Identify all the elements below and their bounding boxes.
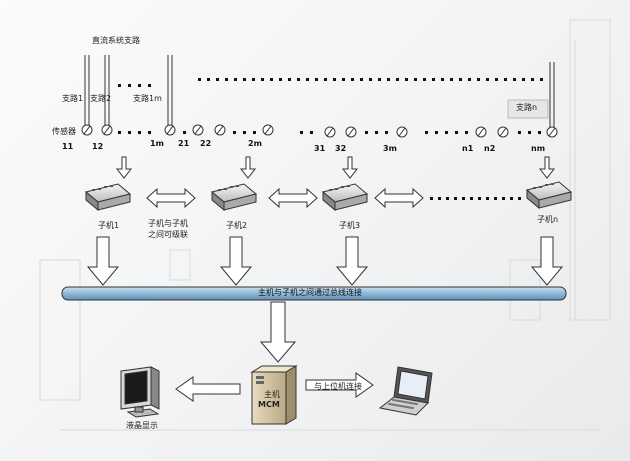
sensor-n2 (497, 126, 509, 138)
sensor-2m (262, 124, 274, 136)
sensor-num-nm: nm (531, 144, 546, 153)
sensor-num-22: 22 (200, 139, 212, 148)
sensor-1m (164, 124, 176, 136)
arrow-host-upper (305, 372, 374, 398)
sensor-num-32: 32 (335, 144, 347, 153)
submodule-3-label: 子机3 (339, 221, 361, 230)
arrow-bus-host (259, 301, 297, 363)
sensor-32 (345, 126, 357, 138)
submodule-devices (84, 181, 573, 212)
branch-1m-label: 支路1m (133, 94, 162, 103)
arrow-bus-n (530, 236, 564, 286)
sensor-num-11: 11 (62, 142, 74, 151)
cascade-arrows (146, 187, 424, 209)
sensor-31 (324, 126, 336, 138)
branch-n-label: 支路n (516, 103, 538, 112)
branch-n-box (507, 99, 549, 119)
sensor-11 (81, 124, 93, 136)
sub-to-bus-arrows (86, 236, 564, 286)
sensor-12 (101, 124, 113, 136)
bus-label: 主机与子机之间通过总线连接 (258, 288, 362, 297)
biarrow-1-2 (146, 187, 196, 209)
sensor-num-n1: n1 (462, 144, 474, 153)
sensor-num-1m: 1m (150, 139, 164, 148)
sensor-dots (183, 131, 541, 134)
sensor-num-12: 12 (92, 142, 104, 151)
sensor-to-sub-arrows (115, 156, 556, 179)
sensor-num-31: 31 (314, 144, 326, 153)
sensor-num-3m: 3m (383, 144, 397, 153)
cascade-note-line2: 之间可级联 (148, 230, 188, 239)
sensor-22 (214, 124, 226, 136)
arrow-sub3 (341, 156, 359, 179)
upper-link-label: 与上位机连接 (314, 382, 362, 391)
submodule-2-label: 子机2 (226, 221, 248, 230)
branch-lines (84, 55, 555, 128)
branch-2-label: 支路2 (90, 94, 112, 103)
host-server (250, 365, 298, 425)
hub-sub2 (210, 183, 258, 212)
sensor-3m (396, 126, 408, 138)
sensor-n1 (475, 126, 487, 138)
hub-sub3 (321, 183, 369, 212)
arrow-sub2 (239, 156, 257, 179)
host-label-line2: MCM (258, 400, 280, 409)
submodule-n-label: 子机n (537, 215, 559, 224)
sensors (81, 124, 558, 138)
arrow-bus-3 (335, 236, 369, 286)
arrow-bus-1 (86, 236, 120, 286)
biarrow-3-n (374, 187, 424, 209)
cascade-note-line1: 子机与子机 (148, 219, 188, 228)
arrow-subn (538, 156, 556, 179)
submodule-1-label: 子机1 (98, 221, 120, 230)
hub-subn (525, 181, 573, 210)
host-label-line1: 主机 (264, 390, 280, 399)
lcd-label: 液晶显示 (126, 421, 158, 430)
dc-branch-label: 直流系统支路 (92, 36, 140, 45)
arrow-sub1 (115, 156, 133, 179)
sensor-num-2m: 2m (248, 139, 262, 148)
background-decoration (39, 19, 611, 431)
sensor-num-n2: n2 (484, 144, 496, 153)
sensor-label: 传感器 (52, 127, 76, 136)
sensor-num-21: 21 (178, 139, 190, 148)
lcd-monitor (120, 366, 160, 418)
laptop (378, 366, 433, 416)
hub-sub1 (84, 183, 132, 212)
dotted-lines (118, 78, 548, 200)
bus-bar (61, 286, 567, 301)
biarrow-2-3 (268, 187, 318, 209)
sensor-21 (192, 124, 204, 136)
branch-1-label: 支路1 (62, 94, 84, 103)
sensor-nm (546, 126, 558, 138)
arrow-host-lcd (175, 376, 241, 402)
arrow-bus-2 (219, 236, 253, 286)
